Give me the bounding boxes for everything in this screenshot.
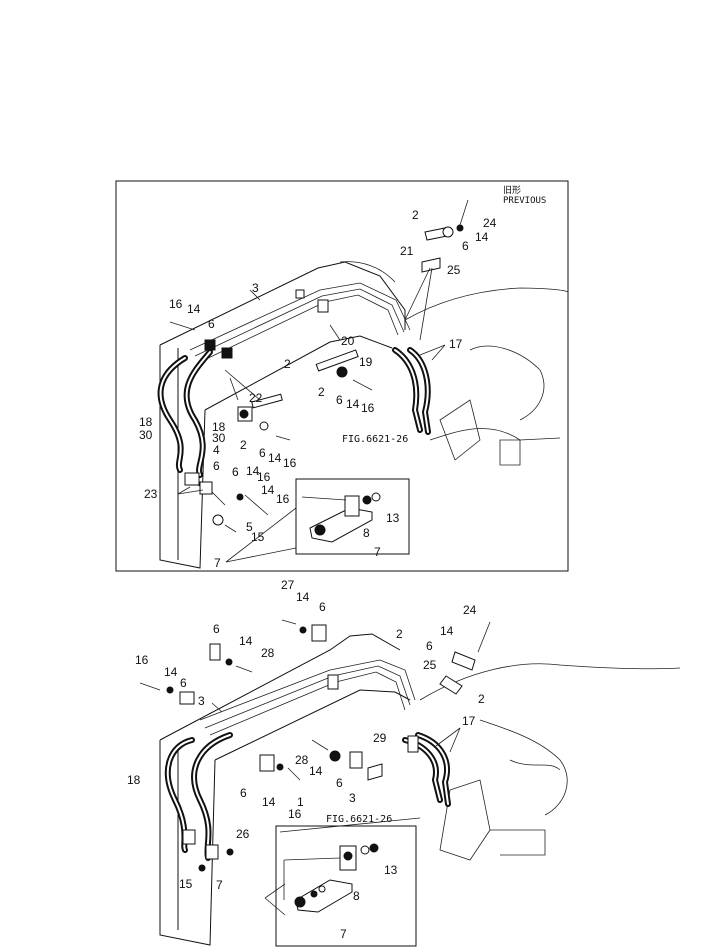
callout: 6 bbox=[462, 239, 469, 253]
callout: 14 bbox=[440, 624, 454, 638]
callout: 14 bbox=[268, 451, 282, 465]
callout: 14 bbox=[475, 230, 489, 244]
callout: 22 bbox=[249, 391, 263, 405]
callout: 7 bbox=[340, 927, 347, 941]
callout: 15 bbox=[179, 877, 193, 891]
callout: 7 bbox=[214, 556, 221, 570]
callout: 6 bbox=[319, 600, 326, 614]
callout: 6 bbox=[208, 317, 215, 331]
callout: 24 bbox=[463, 603, 477, 617]
callout: 25 bbox=[447, 263, 461, 277]
callout: 17 bbox=[462, 714, 476, 728]
bottom-inset-drawing bbox=[283, 843, 379, 913]
callout: 6 bbox=[232, 465, 239, 479]
callout: 17 bbox=[449, 337, 463, 351]
top-machine-drawing bbox=[157, 199, 569, 569]
callout: 3 bbox=[252, 281, 259, 295]
bottom-inset-frame bbox=[275, 825, 417, 947]
callout: 14 bbox=[309, 764, 323, 778]
callout: 5 bbox=[246, 520, 253, 534]
callout: 14 bbox=[262, 795, 276, 809]
bottom-machine-drawing bbox=[139, 619, 681, 946]
callout: 16 bbox=[361, 401, 375, 415]
callout: 16 bbox=[169, 297, 183, 311]
callout: 6 bbox=[426, 639, 433, 653]
callout: 16 bbox=[257, 470, 271, 484]
fig-reference: FIG.6621-26 bbox=[342, 434, 408, 445]
top-diagram-frame bbox=[115, 180, 569, 572]
callout: 24 bbox=[483, 216, 497, 230]
callout: 30 bbox=[139, 428, 153, 442]
callout: 4 bbox=[213, 443, 220, 457]
top-inset-drawing bbox=[301, 492, 381, 543]
callout: 2 bbox=[478, 692, 485, 706]
callout: 26 bbox=[236, 827, 250, 841]
callout: 21 bbox=[400, 244, 414, 258]
callout: 18 bbox=[127, 773, 141, 787]
callout: 16 bbox=[276, 492, 290, 506]
callout: 6 bbox=[259, 446, 266, 460]
callout: 14 bbox=[296, 590, 310, 604]
callout: 23 bbox=[144, 487, 158, 501]
callout: 6 bbox=[180, 676, 187, 690]
callout: 2 bbox=[284, 357, 291, 371]
callout: 2 bbox=[412, 208, 419, 222]
callout: 13 bbox=[384, 863, 398, 877]
callout: 18 bbox=[212, 420, 226, 434]
callout: 1 bbox=[297, 795, 304, 809]
header-line1: 旧形 bbox=[503, 184, 521, 196]
callout: 15 bbox=[251, 530, 265, 544]
bottom-callouts: 27 14 6 24 2 6 14 28 14 6 16 14 6 25 2 3… bbox=[127, 578, 485, 941]
callout: 27 bbox=[281, 578, 295, 592]
callout: 20 bbox=[341, 334, 355, 348]
callout: 30 bbox=[212, 431, 226, 445]
header-line2: PREVIOUS bbox=[503, 196, 546, 206]
callout: 18 bbox=[139, 415, 153, 429]
callout: 2 bbox=[318, 385, 325, 399]
callout: 8 bbox=[353, 889, 360, 903]
callout: 16 bbox=[135, 653, 149, 667]
callout: 3 bbox=[198, 694, 205, 708]
callout: 14 bbox=[164, 665, 178, 679]
callout: 19 bbox=[359, 355, 373, 369]
callout: 14 bbox=[261, 483, 275, 497]
callout: 6 bbox=[213, 622, 220, 636]
fig-reference: FIG.6621-26 bbox=[326, 814, 392, 825]
callout: 6 bbox=[213, 459, 220, 473]
callout: 28 bbox=[261, 646, 275, 660]
callout: 2 bbox=[396, 627, 403, 641]
callout: 25 bbox=[423, 658, 437, 672]
callout: 3 bbox=[349, 791, 356, 805]
callout: 16 bbox=[288, 807, 302, 821]
callout: 14 bbox=[239, 634, 253, 648]
callout: 6 bbox=[336, 393, 343, 407]
top-callouts: 2 24 14 6 21 25 3 16 14 6 20 19 17 2 2 6… bbox=[139, 208, 497, 570]
callout: 6 bbox=[240, 786, 247, 800]
callout: 13 bbox=[386, 511, 400, 525]
callout: 14 bbox=[187, 302, 201, 316]
callout: 2 bbox=[240, 438, 247, 452]
callout: 14 bbox=[346, 397, 360, 411]
callout: 14 bbox=[246, 464, 260, 478]
callout: 8 bbox=[363, 526, 370, 540]
callout: 16 bbox=[283, 456, 297, 470]
callout: 6 bbox=[336, 776, 343, 790]
callout: 28 bbox=[295, 753, 309, 767]
callout: 7 bbox=[374, 545, 381, 559]
callout: 29 bbox=[373, 731, 387, 745]
callout: 7 bbox=[216, 878, 223, 892]
top-inset-frame bbox=[295, 478, 410, 555]
